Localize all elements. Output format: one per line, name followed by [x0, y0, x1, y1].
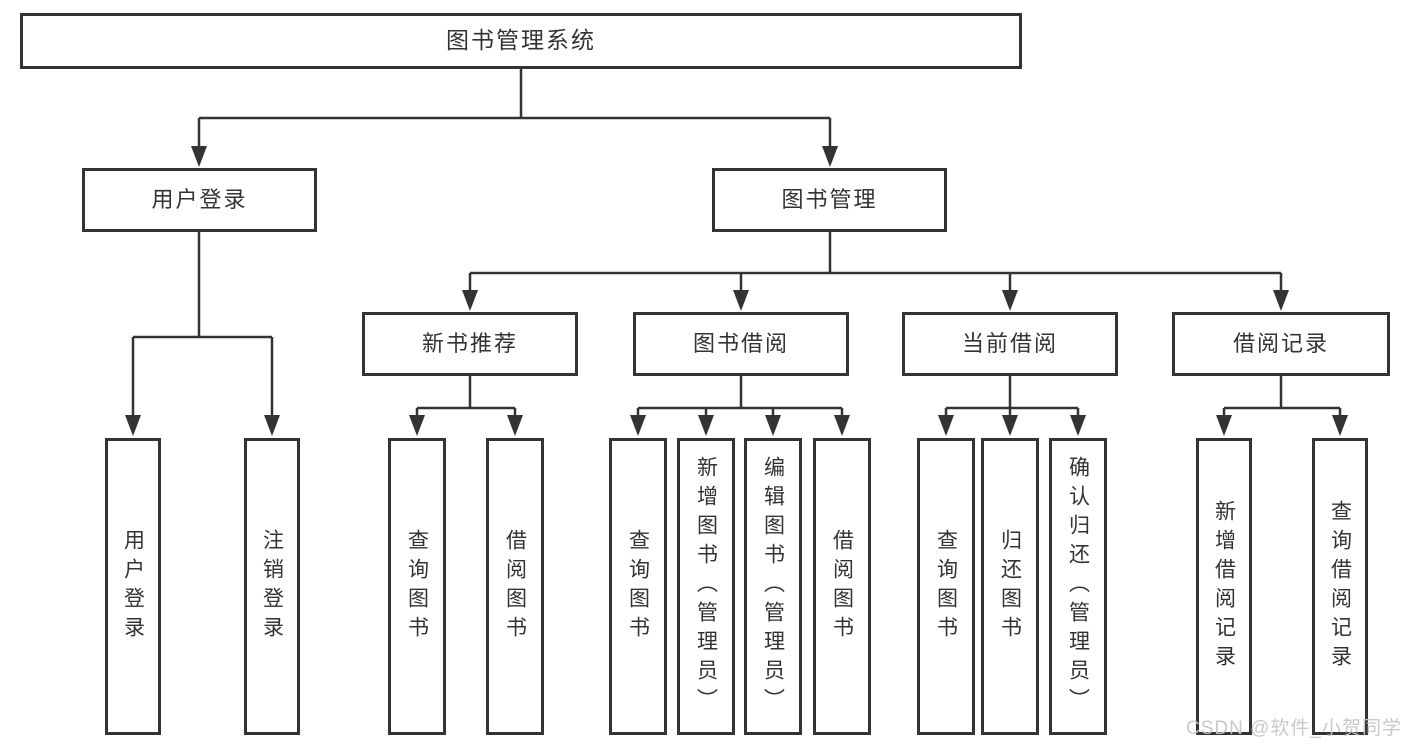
node-book-management-branch: 图书管理 — [712, 168, 947, 232]
node-leaf-borrow-books-recommend: 借阅图书 — [486, 438, 544, 735]
node-new-book-recommendation: 新书推荐 — [362, 312, 578, 376]
node-leaf-query-books-borrowing: 查询图书 — [609, 438, 667, 735]
node-leaf-query-books-current: 查询图书 — [917, 438, 975, 735]
node-borrowing-records: 借阅记录 — [1172, 312, 1390, 376]
node-user-login-branch: 用户登录 — [82, 168, 317, 232]
watermark: CSDN @软件_小贺同学 — [1186, 718, 1402, 739]
node-leaf-return-books: 归还图书 — [981, 438, 1039, 735]
node-leaf-logout: 注销登录 — [244, 438, 300, 735]
node-leaf-query-borrow-record: 查询借阅记录 — [1312, 438, 1368, 735]
node-leaf-user-login: 用户登录 — [105, 438, 161, 735]
node-leaf-query-books-recommend: 查询图书 — [388, 438, 446, 735]
node-leaf-add-books-admin: 新增图书（管理员） — [677, 438, 735, 735]
node-library-management-system: 图书管理系统 — [20, 13, 1022, 69]
node-book-borrowing: 图书借阅 — [633, 312, 849, 376]
node-leaf-add-borrow-record: 新增借阅记录 — [1196, 438, 1252, 735]
node-leaf-edit-books-admin: 编辑图书（管理员） — [744, 438, 802, 735]
node-leaf-borrow-books: 借阅图书 — [813, 438, 871, 735]
node-leaf-confirm-return-admin: 确认归还（管理员） — [1049, 438, 1107, 735]
node-current-borrowing: 当前借阅 — [902, 312, 1118, 376]
